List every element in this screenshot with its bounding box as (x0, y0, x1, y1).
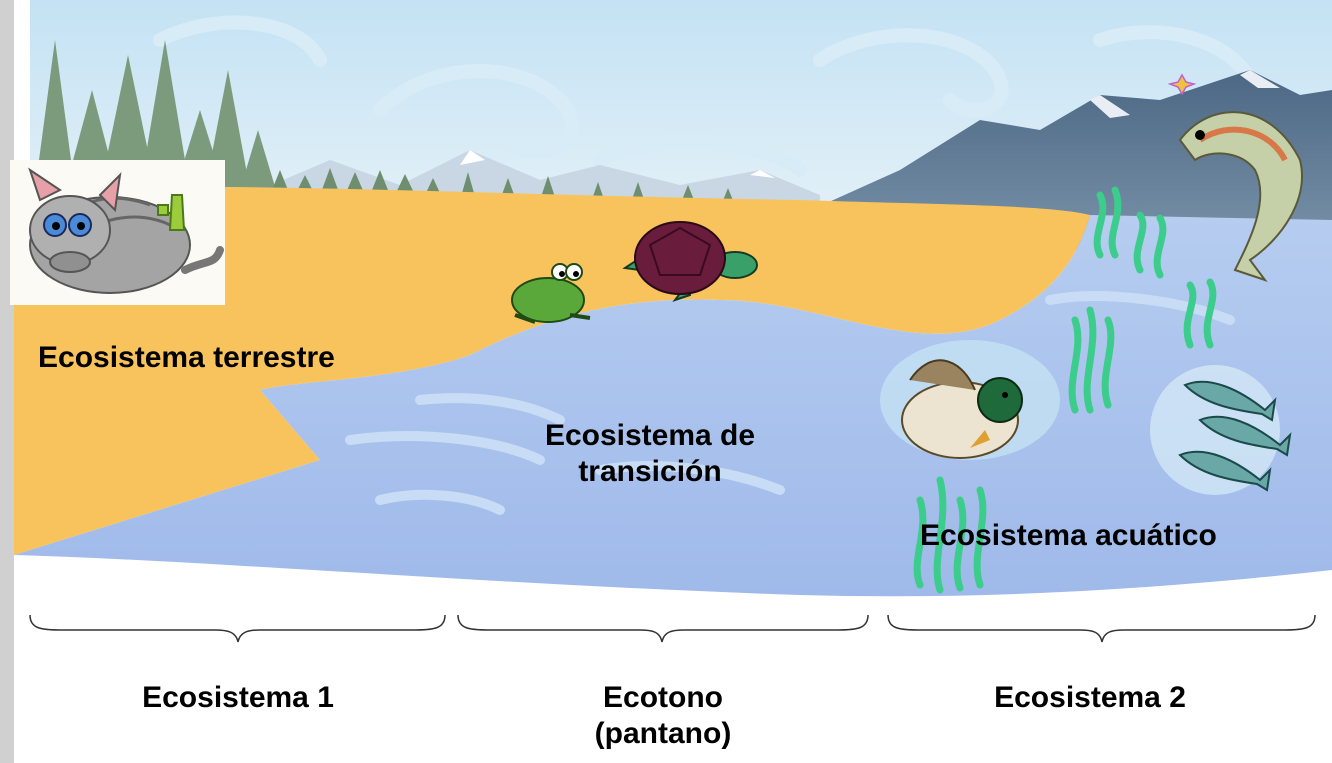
clouds (153, 15, 1257, 177)
water (14, 215, 1332, 597)
brace-ecosistema-2 (887, 614, 1316, 643)
jumping-fish-image (1178, 111, 1303, 282)
label-transition: Ecosistema de transición (544, 419, 756, 488)
page-edge (0, 0, 14, 763)
fish-school-image (1150, 365, 1292, 495)
sparkle-icon (1167, 73, 1197, 96)
label-terrestrial: Ecosistema terrestre (38, 341, 335, 374)
label-ecosistema-2: Ecosistema 2 (994, 681, 1186, 714)
armadillo-image (10, 160, 225, 305)
seaweed (913, 186, 1217, 594)
brace-ecosistema-1 (29, 614, 446, 643)
braces (29, 614, 1316, 643)
label-ecosistema-1: Ecosistema 1 (142, 681, 334, 714)
label-aquatic: Ecosistema acuático (920, 519, 1217, 552)
duck-image (880, 340, 1060, 460)
brace-ecotono (457, 614, 869, 643)
frog-image (511, 263, 591, 324)
label-ecotono: Ecotono (pantano) (594, 681, 732, 750)
land (14, 186, 1090, 555)
turtle-image (622, 221, 758, 302)
